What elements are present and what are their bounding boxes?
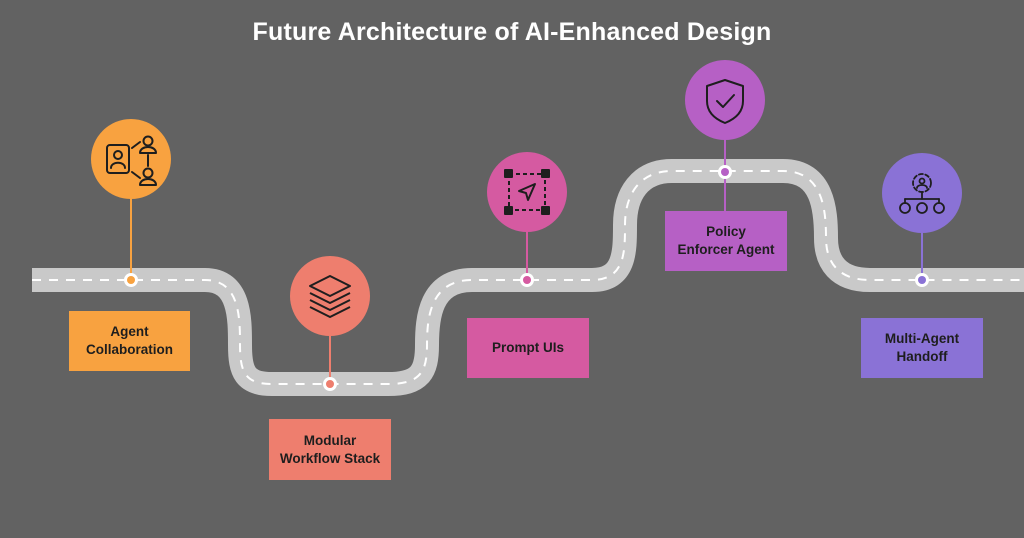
label-text: Modular Workflow Stack bbox=[279, 432, 381, 466]
label-text: Policy Enforcer Agent bbox=[677, 224, 775, 257]
diagram-title: Future Architecture of AI-Enhanced Desig… bbox=[252, 18, 772, 46]
milestone-prompt-uis bbox=[487, 152, 567, 287]
label-text: Multi-Agent Handoff bbox=[884, 331, 960, 364]
milestone-agent-collaboration bbox=[91, 119, 171, 287]
shield-check-icon bbox=[706, 79, 744, 124]
agent-network-icon bbox=[899, 173, 945, 214]
label-prompt-uis: Prompt UIs bbox=[467, 318, 589, 378]
road-marker-inner bbox=[127, 276, 135, 284]
label-agent-collaboration: Agent Collaboration bbox=[69, 311, 190, 371]
agent-collaboration-icon bbox=[106, 135, 157, 186]
milestone-multi-agent-handoff bbox=[882, 153, 962, 287]
label-text: Prompt UIs bbox=[491, 340, 564, 356]
road-marker-inner bbox=[721, 168, 729, 176]
icon-circle bbox=[91, 119, 171, 199]
road-marker-inner bbox=[326, 380, 334, 388]
cursor-pointer-icon bbox=[504, 169, 550, 215]
road-marker-inner bbox=[523, 276, 531, 284]
icon-circle bbox=[685, 60, 765, 140]
label-multi-agent-handoff: Multi-Agent Handoff bbox=[861, 318, 983, 378]
milestone-policy-enforcer-agent bbox=[685, 60, 765, 211]
label-modular-workflow-stack: Modular Workflow Stack bbox=[269, 419, 391, 480]
label-policy-enforcer-agent: Policy Enforcer Agent bbox=[665, 211, 787, 271]
label-text: Agent Collaboration bbox=[86, 324, 173, 357]
layers-stack-icon bbox=[309, 275, 351, 318]
milestone-modular-workflow-stack bbox=[290, 256, 370, 391]
icon-circle bbox=[487, 152, 567, 232]
road-marker-inner bbox=[918, 276, 926, 284]
road-center-dashes bbox=[32, 170, 1024, 385]
